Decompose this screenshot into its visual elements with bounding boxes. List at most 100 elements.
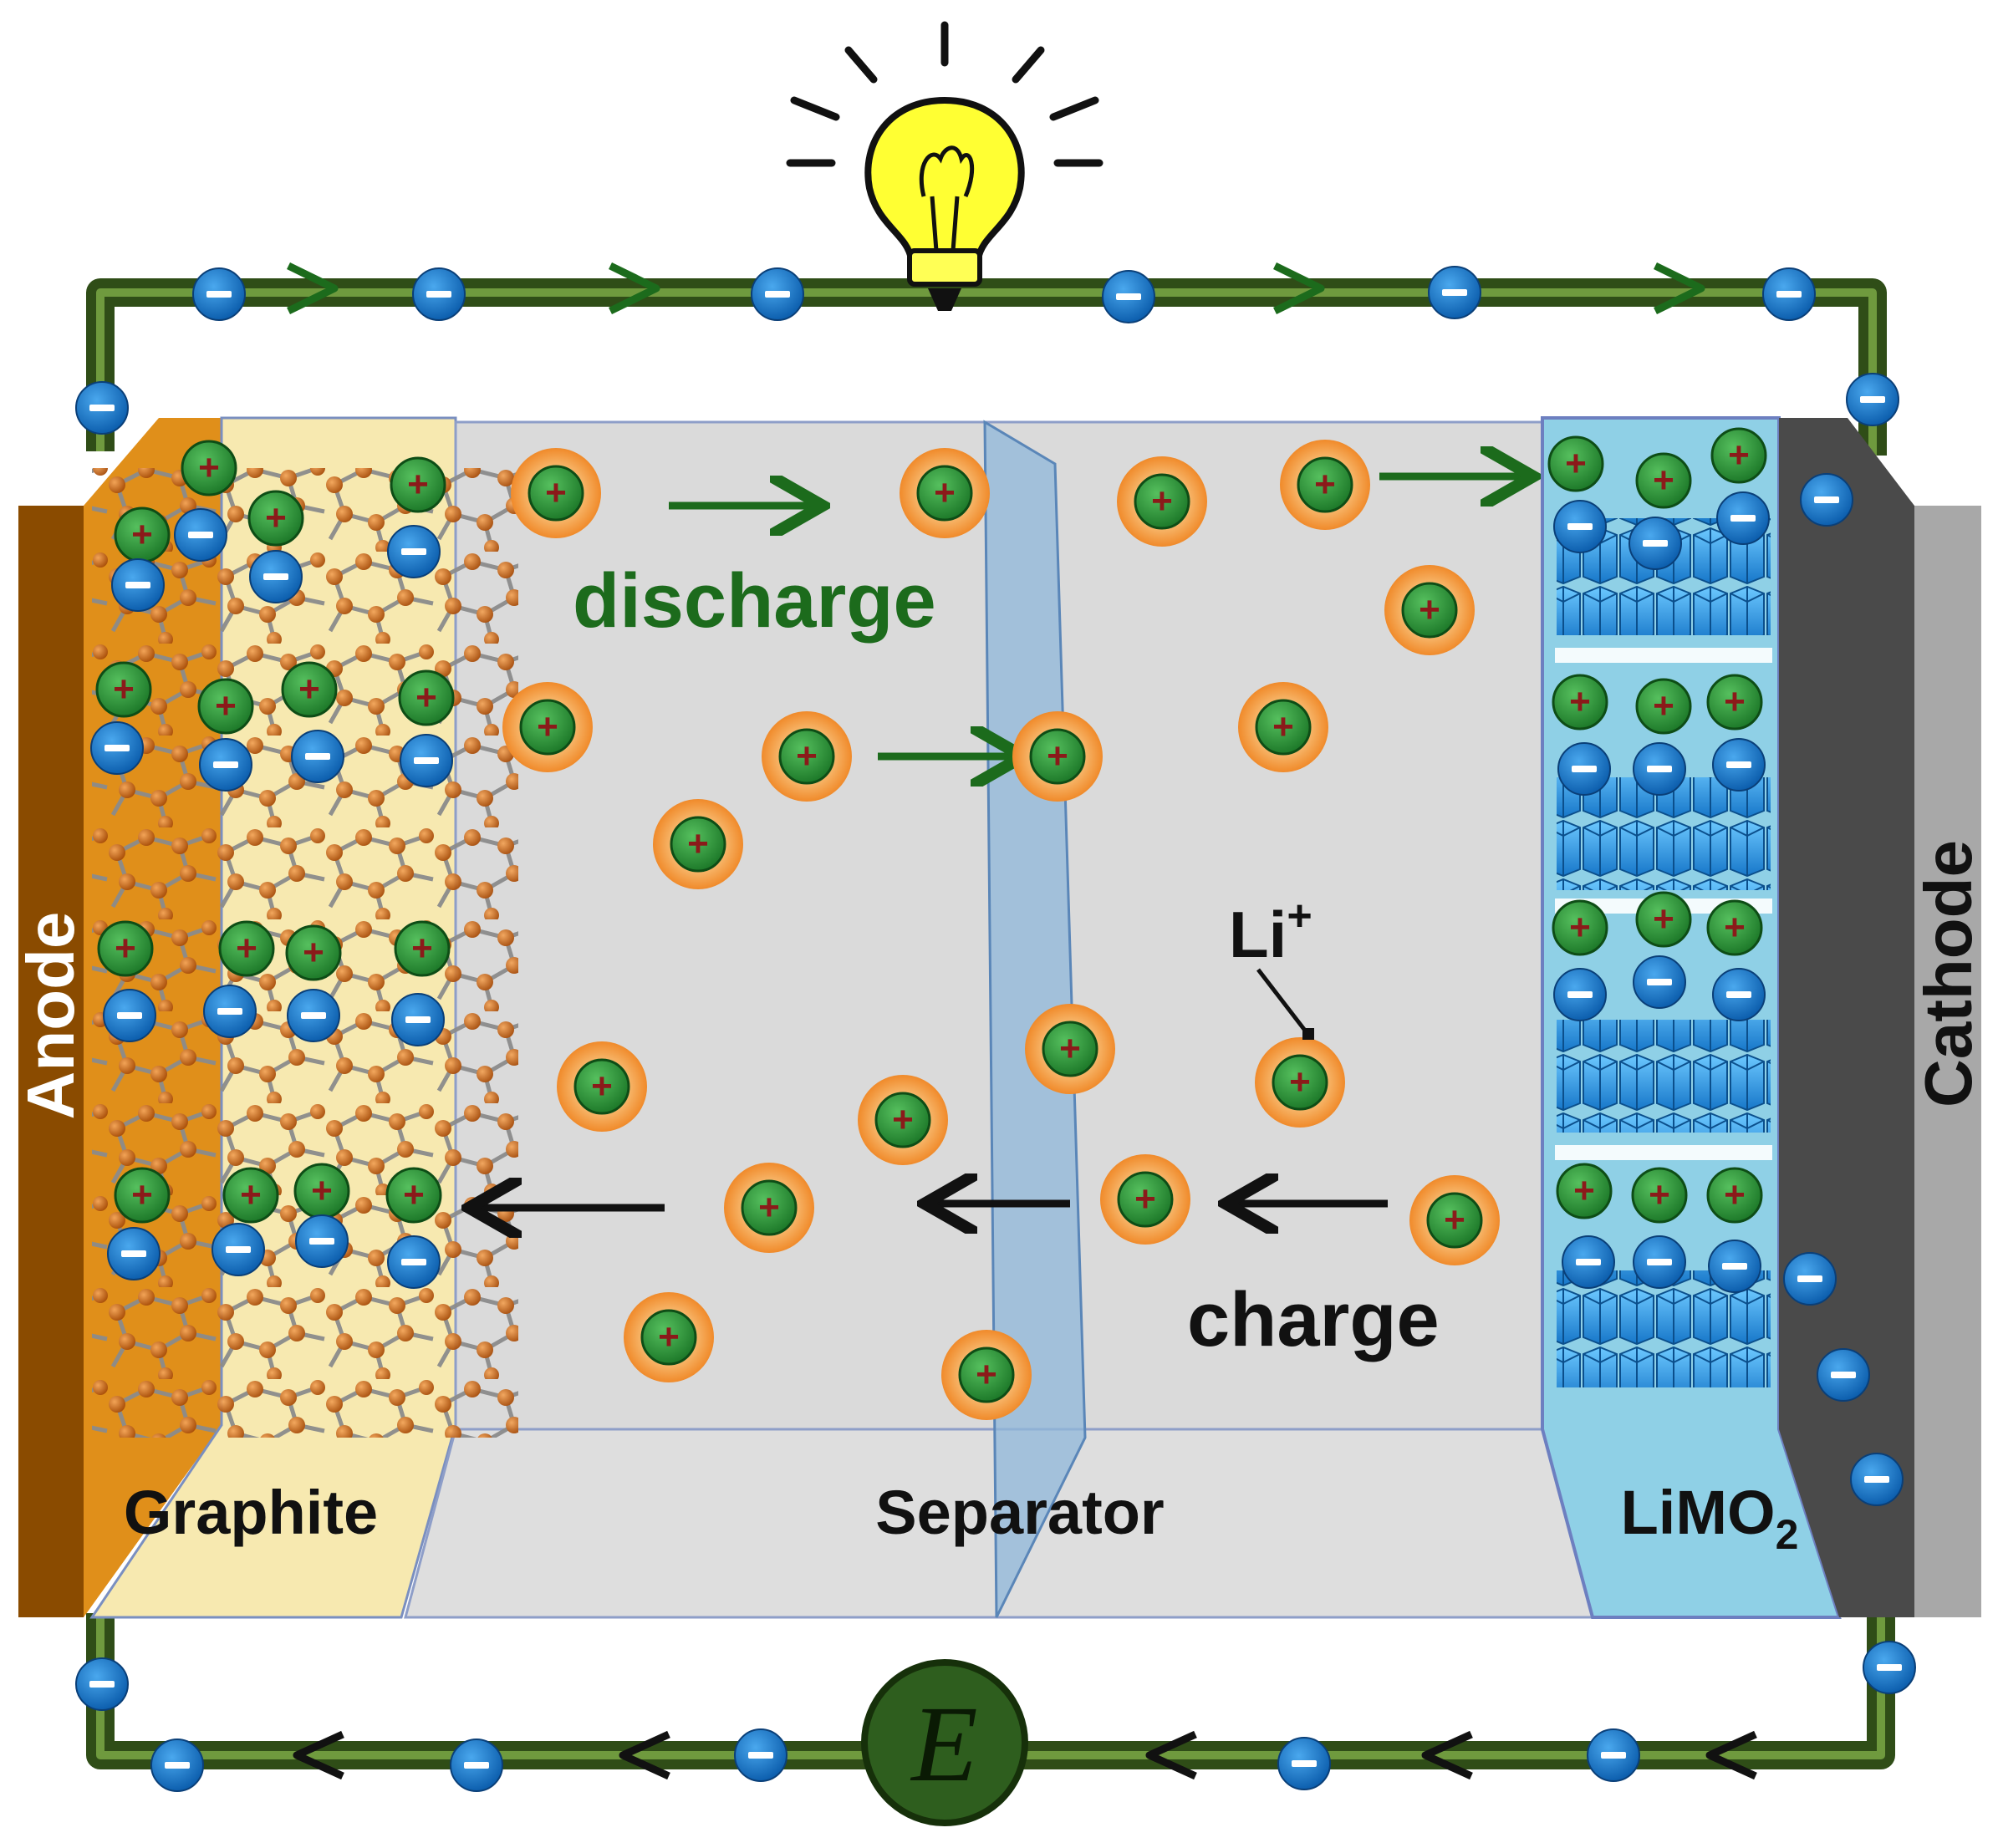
electron-icon xyxy=(1762,267,1816,321)
charge-label: charge xyxy=(1187,1277,1440,1362)
lithium-ion-icon: + xyxy=(197,678,254,735)
svg-text:+: + xyxy=(1047,736,1068,776)
lithium-ion-icon: + xyxy=(1706,1167,1763,1224)
electron-icon xyxy=(1800,473,1853,527)
lithium-ion-icon: + xyxy=(724,1163,814,1253)
lithium-ion-icon: + xyxy=(1631,1167,1688,1224)
lithium-ion-icon: + xyxy=(1635,452,1692,509)
electron-icon xyxy=(1633,955,1686,1009)
svg-text:+: + xyxy=(796,736,818,776)
lithium-ion-icon: + xyxy=(95,661,152,718)
discharge-arrows xyxy=(669,476,1526,756)
lithium-ion-icon: + xyxy=(114,507,171,563)
svg-text:+: + xyxy=(1444,1199,1465,1240)
svg-text:+: + xyxy=(1059,1028,1081,1069)
lithium-ion-icon: + xyxy=(1556,1163,1613,1219)
lithium-ion-icon: + xyxy=(511,448,601,538)
electron-icon xyxy=(400,734,453,787)
electron-icon xyxy=(287,989,340,1042)
svg-text:+: + xyxy=(687,823,709,864)
electron-icon xyxy=(199,738,252,792)
svg-text:+: + xyxy=(1728,435,1750,476)
lithium-ion-icon: + xyxy=(394,920,451,977)
svg-text:+: + xyxy=(240,1174,262,1215)
electron-icon xyxy=(1562,1235,1615,1289)
svg-text:+: + xyxy=(311,1170,333,1211)
electron-icon xyxy=(192,267,246,321)
electron-icon xyxy=(1102,270,1155,323)
svg-text:Li+: Li+ xyxy=(1229,892,1312,971)
svg-text:+: + xyxy=(1653,460,1674,501)
svg-text:+: + xyxy=(1569,907,1591,948)
lithium-ion-icon: + xyxy=(293,1163,350,1219)
svg-text:+: + xyxy=(115,928,136,969)
light-bulb-icon xyxy=(786,21,1103,311)
electron-icon xyxy=(111,558,165,612)
svg-text:+: + xyxy=(1653,685,1674,726)
electron-icon xyxy=(103,989,156,1042)
electrolyte-ions: +++++++++++++++++++ xyxy=(502,440,1500,1420)
lithium-ion-icon: + xyxy=(181,440,237,496)
svg-text:+: + xyxy=(411,928,433,969)
discharge-label: discharge xyxy=(573,558,936,644)
svg-text:+: + xyxy=(545,472,567,513)
lithium-ion-icon: + xyxy=(941,1330,1032,1420)
electron-icon xyxy=(391,993,445,1046)
svg-text:+: + xyxy=(303,932,324,973)
svg-text:+: + xyxy=(934,472,956,513)
cathode-label: Cathode xyxy=(1911,840,1985,1107)
svg-text:+: + xyxy=(198,447,220,488)
electron-icon xyxy=(1712,738,1766,792)
voltage-source-icon: E xyxy=(861,1659,1028,1826)
electron-icon xyxy=(1716,491,1770,545)
lithium-ion-icon: + xyxy=(653,799,743,889)
ion-label: Li xyxy=(1229,898,1287,971)
electron-icon xyxy=(387,1235,441,1289)
svg-text:+: + xyxy=(758,1187,780,1228)
cathode-material-label: LiMO2 xyxy=(1621,1478,1799,1558)
electron-icon xyxy=(1553,968,1607,1021)
lithium-ion-icon: + xyxy=(1255,1037,1345,1128)
lithium-ion-icon: + xyxy=(398,669,455,726)
lithium-ion-icon: + xyxy=(1547,435,1604,492)
electron-icon xyxy=(734,1728,787,1782)
source-label: E xyxy=(910,1684,977,1805)
lithium-ion-icon: + xyxy=(1409,1175,1500,1265)
svg-text:+: + xyxy=(236,928,257,969)
svg-text:+: + xyxy=(976,1354,997,1395)
electron-icon xyxy=(1587,1728,1640,1782)
lithium-ion-icon: + xyxy=(1100,1154,1190,1245)
lithium-ion-icon: + xyxy=(1238,682,1328,772)
svg-text:+: + xyxy=(658,1316,680,1357)
electron-icon xyxy=(1863,1641,1916,1694)
graphite-label: Graphite xyxy=(124,1478,378,1547)
charge-arrows xyxy=(477,1204,1388,1208)
svg-text:+: + xyxy=(215,685,237,726)
lithium-ion-icon: + xyxy=(218,920,275,977)
svg-text:+: + xyxy=(131,1174,153,1215)
lithium-ion-icon: + xyxy=(1710,427,1767,484)
electron-icon xyxy=(1846,373,1899,426)
electron-icon xyxy=(90,721,144,775)
electron-icon xyxy=(1783,1252,1837,1306)
lithium-ion-icon: + xyxy=(1706,899,1763,956)
lithium-ion-icon: + xyxy=(1552,674,1608,731)
svg-text:+: + xyxy=(1573,1170,1595,1211)
svg-text:+: + xyxy=(591,1066,613,1107)
svg-text:+: + xyxy=(1724,681,1746,722)
lithium-ion-icon: + xyxy=(557,1041,647,1132)
metal-oxide-crystal-icon xyxy=(1555,518,1772,1387)
electron-icon xyxy=(295,1214,349,1268)
wire-electrons xyxy=(75,266,1916,1792)
cathode-current-collector xyxy=(1779,418,1914,1617)
electron-icon xyxy=(751,267,804,321)
svg-text:+: + xyxy=(1653,899,1674,939)
electron-icon xyxy=(291,730,344,783)
lithium-ion-icon: + xyxy=(502,682,593,772)
svg-text:+: + xyxy=(1314,464,1336,505)
electron-icon xyxy=(1428,266,1481,319)
electron-icon xyxy=(412,267,466,321)
lithium-ion-icon: + xyxy=(1552,899,1608,956)
svg-text:+: + xyxy=(415,677,437,718)
